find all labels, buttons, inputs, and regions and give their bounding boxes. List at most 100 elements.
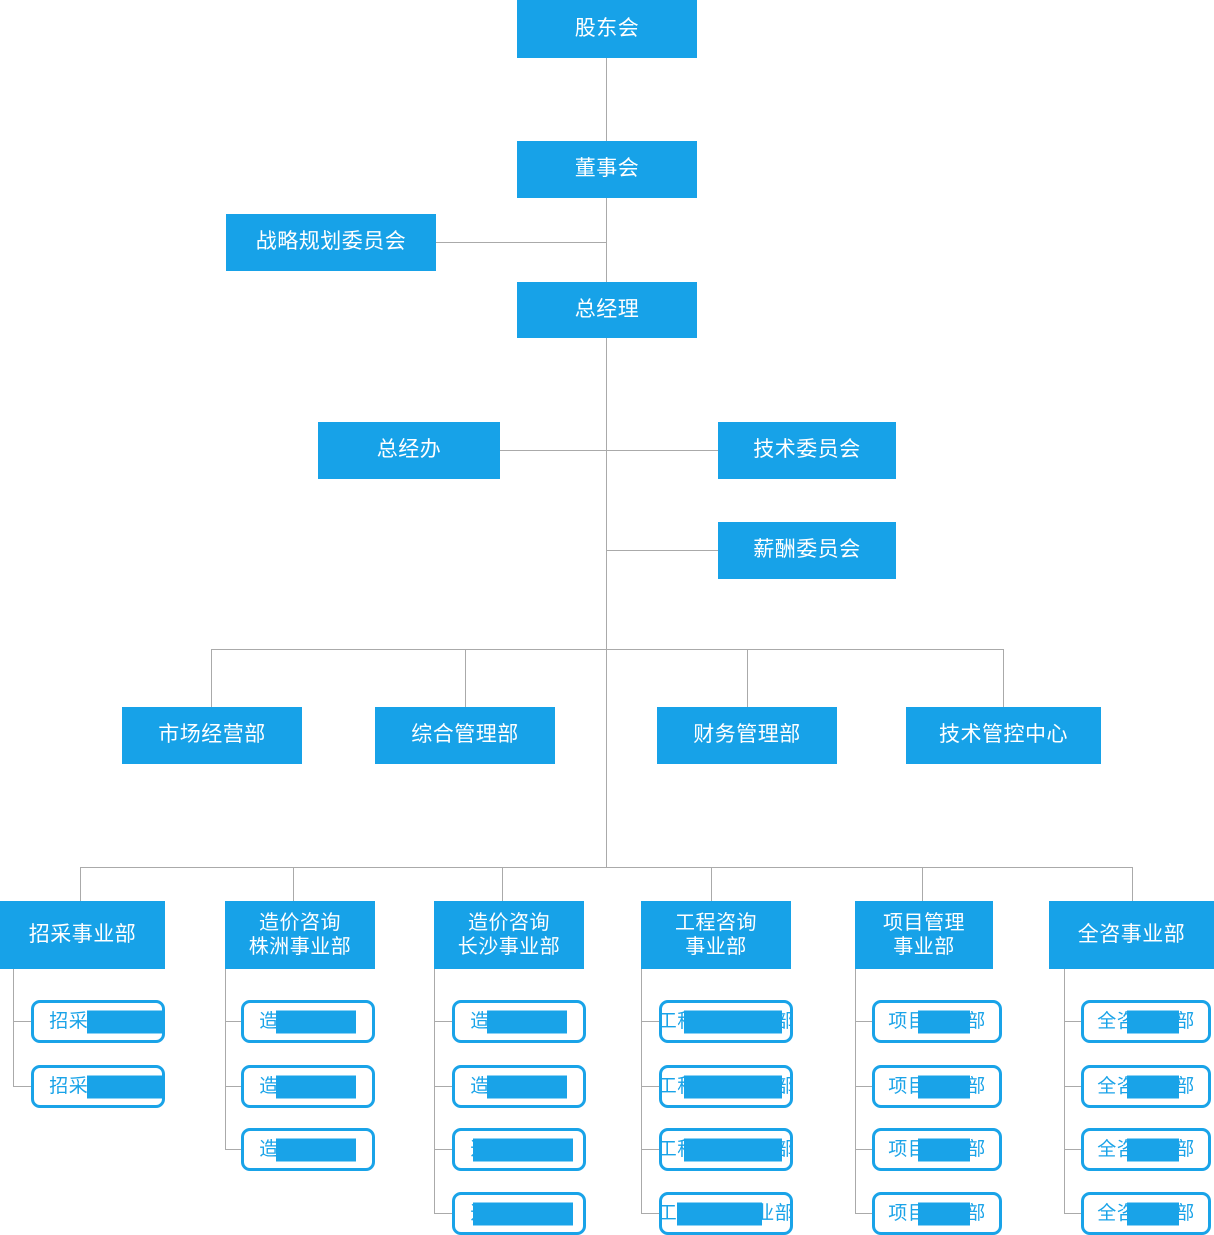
subnode-label: 全咨事业部 [1097, 1139, 1195, 1160]
department-drop-4 [1003, 649, 1004, 707]
node-department-finance[interactable]: 财务管理部 [657, 707, 837, 764]
business-unit-bus [80, 867, 1132, 868]
subnode-spine-3 [434, 968, 435, 1213]
subnode-label: 招采事业部 [49, 1011, 147, 1032]
node-business-unit-engineering[interactable]: 工程咨询 事业部 [641, 901, 791, 969]
connector-gm-trunk [606, 338, 607, 650]
subnode-label: 全咨事业部 [1097, 1203, 1195, 1224]
business-unit-drop-5 [922, 867, 923, 901]
business-unit-drop-6 [1132, 867, 1133, 901]
subnode-label: 项目管理部 [888, 1139, 986, 1160]
node-gm-office[interactable]: 总经办 [318, 422, 500, 479]
node-business-unit-cost-changsha[interactable]: 造价咨询 长沙事业部 [434, 901, 584, 969]
node-general-manager[interactable]: 总经理 [517, 282, 697, 338]
subnode-label: 项目管理部 [888, 1076, 986, 1097]
subnode-6-3[interactable]: 全咨事业部 [1081, 1128, 1211, 1171]
node-shareholders[interactable]: 股东会 [517, 0, 697, 58]
subnode-label: 造价咨询部 [470, 1076, 568, 1097]
subnode-stub-4-2 [641, 1086, 659, 1087]
subnode-stub-5-1 [855, 1021, 873, 1022]
subnode-stub-6-1 [1064, 1021, 1082, 1022]
department-drop-1 [211, 649, 212, 707]
subnode-4-2[interactable]: 工程咨询事业部 [659, 1065, 793, 1108]
subnode-label: 项目管理部 [888, 1203, 986, 1224]
subnode-6-4[interactable]: 全咨事业部 [1081, 1192, 1211, 1235]
subnode-stub-3-3 [434, 1149, 452, 1150]
node-department-general-admin[interactable]: 综合管理部 [375, 707, 555, 764]
subnode-stub-5-2 [855, 1086, 873, 1087]
subnode-3-1[interactable]: 造价咨询部 [452, 1000, 586, 1043]
subnode-stub-5-3 [855, 1149, 873, 1150]
subnode-stub-3-2 [434, 1086, 452, 1087]
node-business-unit-project-mgmt[interactable]: 项目管理 事业部 [855, 901, 993, 969]
connector-board-gm [606, 198, 607, 282]
business-unit-drop-3 [502, 867, 503, 901]
business-unit-drop-2 [293, 867, 294, 901]
subnode-stub-3-4 [434, 1213, 452, 1214]
connector-tech-committee [606, 450, 718, 451]
node-business-unit-procurement[interactable]: 招采事业部 [0, 901, 165, 969]
connector-gm-office [500, 450, 607, 451]
department-bus [211, 649, 1004, 650]
subnode-6-2[interactable]: 全咨事业部 [1081, 1065, 1211, 1108]
subnode-4-3[interactable]: 工程咨询事业部 [659, 1128, 793, 1171]
subnode-label: 造价咨询部 [470, 1139, 568, 1160]
subnode-label: 全咨事业部 [1097, 1011, 1195, 1032]
subnode-label: 造价咨询部 [470, 1203, 568, 1224]
subnode-spine-4 [641, 968, 642, 1213]
subnode-5-1[interactable]: 项目管理部 [872, 1000, 1002, 1043]
connector-strategy-committee [436, 242, 607, 243]
subnode-stub-2-2 [225, 1086, 242, 1087]
subnode-label: 全咨事业部 [1097, 1076, 1195, 1097]
subnode-5-2[interactable]: 项目管理部 [872, 1065, 1002, 1108]
subnode-spine-2 [225, 968, 226, 1149]
department-drop-2 [465, 649, 466, 707]
department-drop-3 [747, 649, 748, 707]
business-unit-drop-4 [711, 867, 712, 901]
subnode-stub-4-1 [641, 1021, 659, 1022]
subnode-1-2[interactable]: 招采事业部 [31, 1065, 165, 1108]
subnode-3-4[interactable]: 造价咨询部 [452, 1192, 586, 1235]
subnode-stub-4-4 [641, 1213, 659, 1214]
subnode-2-2[interactable]: 造价咨询部 [241, 1065, 375, 1108]
subnode-2-3[interactable]: 造价咨询部 [241, 1128, 375, 1171]
node-business-unit-full-consulting[interactable]: 全咨事业部 [1049, 901, 1214, 969]
connector-shareholders-board [606, 58, 607, 141]
node-strategy-committee[interactable]: 战略规划委员会 [226, 214, 436, 271]
subnode-label: 项目管理部 [888, 1011, 986, 1032]
subnode-4-4[interactable]: 工程咨询事业部 [659, 1192, 793, 1235]
subnode-label: 工程咨询事业部 [659, 1011, 793, 1032]
subnode-5-4[interactable]: 项目管理部 [872, 1192, 1002, 1235]
subnode-label: 造价咨询部 [259, 1139, 357, 1160]
subnode-3-2[interactable]: 造价咨询部 [452, 1065, 586, 1108]
subnode-label: 工程咨询事业部 [659, 1203, 793, 1224]
subnode-spine-1 [13, 968, 14, 1086]
subnode-3-3[interactable]: 造价咨询部 [452, 1128, 586, 1171]
subnode-2-1[interactable]: 造价咨询部 [241, 1000, 375, 1043]
subnode-label: 招采事业部 [49, 1076, 147, 1097]
subnode-label: 工程咨询事业部 [659, 1139, 793, 1160]
node-business-unit-cost-zhuzhou[interactable]: 造价咨询 株洲事业部 [225, 901, 375, 969]
subnode-stub-2-1 [225, 1021, 242, 1022]
subnode-stub-6-2 [1064, 1086, 1082, 1087]
subnode-label: 造价咨询部 [259, 1076, 357, 1097]
subnode-label: 工程咨询事业部 [659, 1076, 793, 1097]
business-unit-drop-1 [80, 867, 81, 901]
subnode-label: 造价咨询部 [259, 1011, 357, 1032]
subnode-stub-5-4 [855, 1213, 873, 1214]
subnode-spine-5 [855, 968, 856, 1213]
subnode-1-1[interactable]: 招采事业部 [31, 1000, 165, 1043]
node-department-tech-control[interactable]: 技术管控中心 [906, 707, 1101, 764]
subnode-5-3[interactable]: 项目管理部 [872, 1128, 1002, 1171]
subnode-stub-3-1 [434, 1021, 452, 1022]
connector-trunk-to-units [606, 649, 607, 867]
node-tech-committee[interactable]: 技术委员会 [718, 422, 896, 479]
subnode-6-1[interactable]: 全咨事业部 [1081, 1000, 1211, 1043]
node-board[interactable]: 董事会 [517, 141, 697, 198]
connector-pay-committee [606, 550, 718, 551]
node-pay-committee[interactable]: 薪酬委员会 [718, 522, 896, 579]
subnode-stub-4-3 [641, 1149, 659, 1150]
subnode-4-1[interactable]: 工程咨询事业部 [659, 1000, 793, 1043]
node-department-market[interactable]: 市场经营部 [122, 707, 302, 764]
